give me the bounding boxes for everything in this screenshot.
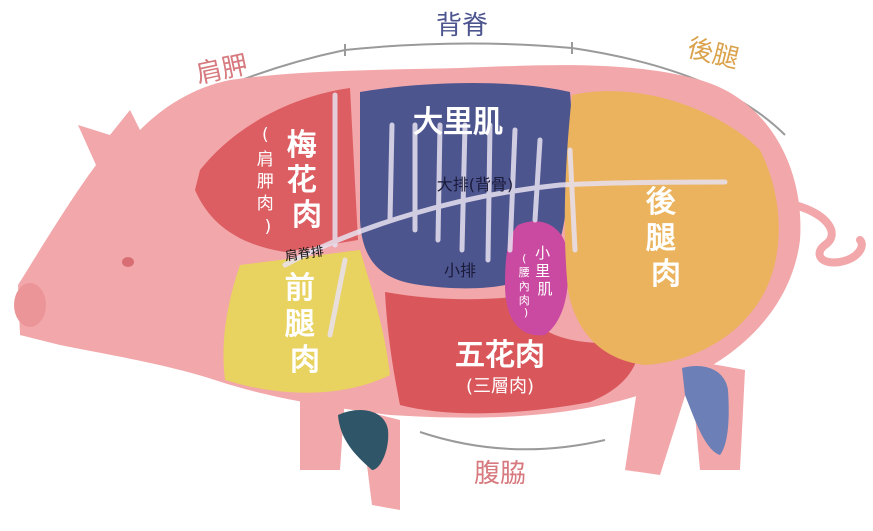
foreleg-region (223, 250, 390, 393)
pork-belly-region (385, 292, 640, 414)
plum-char-3: 肉 (292, 198, 322, 233)
foreleg-bone (327, 257, 348, 338)
tenderloin-sub-label: ( 腰 內 肉 ) (519, 252, 534, 319)
rib-1 (387, 122, 395, 223)
bone-lines (282, 92, 728, 338)
loin-label: 大里肌 (413, 105, 503, 140)
eye (122, 257, 134, 267)
tenderloin-region (505, 221, 569, 336)
hind-leg-region (564, 91, 779, 365)
snout (14, 283, 46, 327)
plum-sub-label: ( 肩 胛 肉 ) (257, 125, 279, 237)
front-shank-region (338, 410, 389, 470)
small-rib-label: 小排 (444, 261, 476, 280)
section-back-label: 背脊 (436, 11, 488, 41)
hind-leg-label: 後 腿 肉 (646, 185, 686, 292)
cut-labels: 梅 花 肉 ( 肩 胛 肉 ) 肩脊排 大里肌 大排(背骨) 小排 小 里 肌 … (257, 105, 686, 397)
cut-regions (195, 83, 779, 470)
section-belly-label: 腹脇 (474, 459, 526, 489)
plum-region (195, 88, 358, 252)
hind-shank-region (682, 366, 729, 455)
rib-4 (459, 122, 468, 253)
rib-6 (507, 127, 518, 253)
tenderloin-label: 小 里 肌 (535, 244, 555, 298)
rib-3 (435, 122, 443, 243)
tail (791, 201, 866, 267)
rib-5 (485, 122, 493, 263)
section-hind-label: 後腿 (684, 33, 742, 75)
belly-arc (419, 431, 606, 451)
foreleg-label: 前 腿 肉 (285, 271, 325, 378)
pork-belly-label: 五花肉 (455, 338, 545, 373)
hip-bone (567, 147, 578, 253)
big-rib-label: 大排(背骨) (437, 175, 514, 194)
plum-label: 梅 花 肉 (287, 128, 327, 233)
back-arc (344, 42, 573, 51)
rib-7 (532, 137, 543, 223)
shoulder-rib-label: 肩脊排 (284, 243, 325, 264)
front-left-leg (300, 390, 345, 470)
pork-belly-sub-label: (三層肉) (466, 376, 534, 397)
back-left-leg (625, 370, 690, 475)
plum-char-2: 花 (287, 163, 317, 198)
plum-char-1: 梅 (287, 128, 317, 163)
